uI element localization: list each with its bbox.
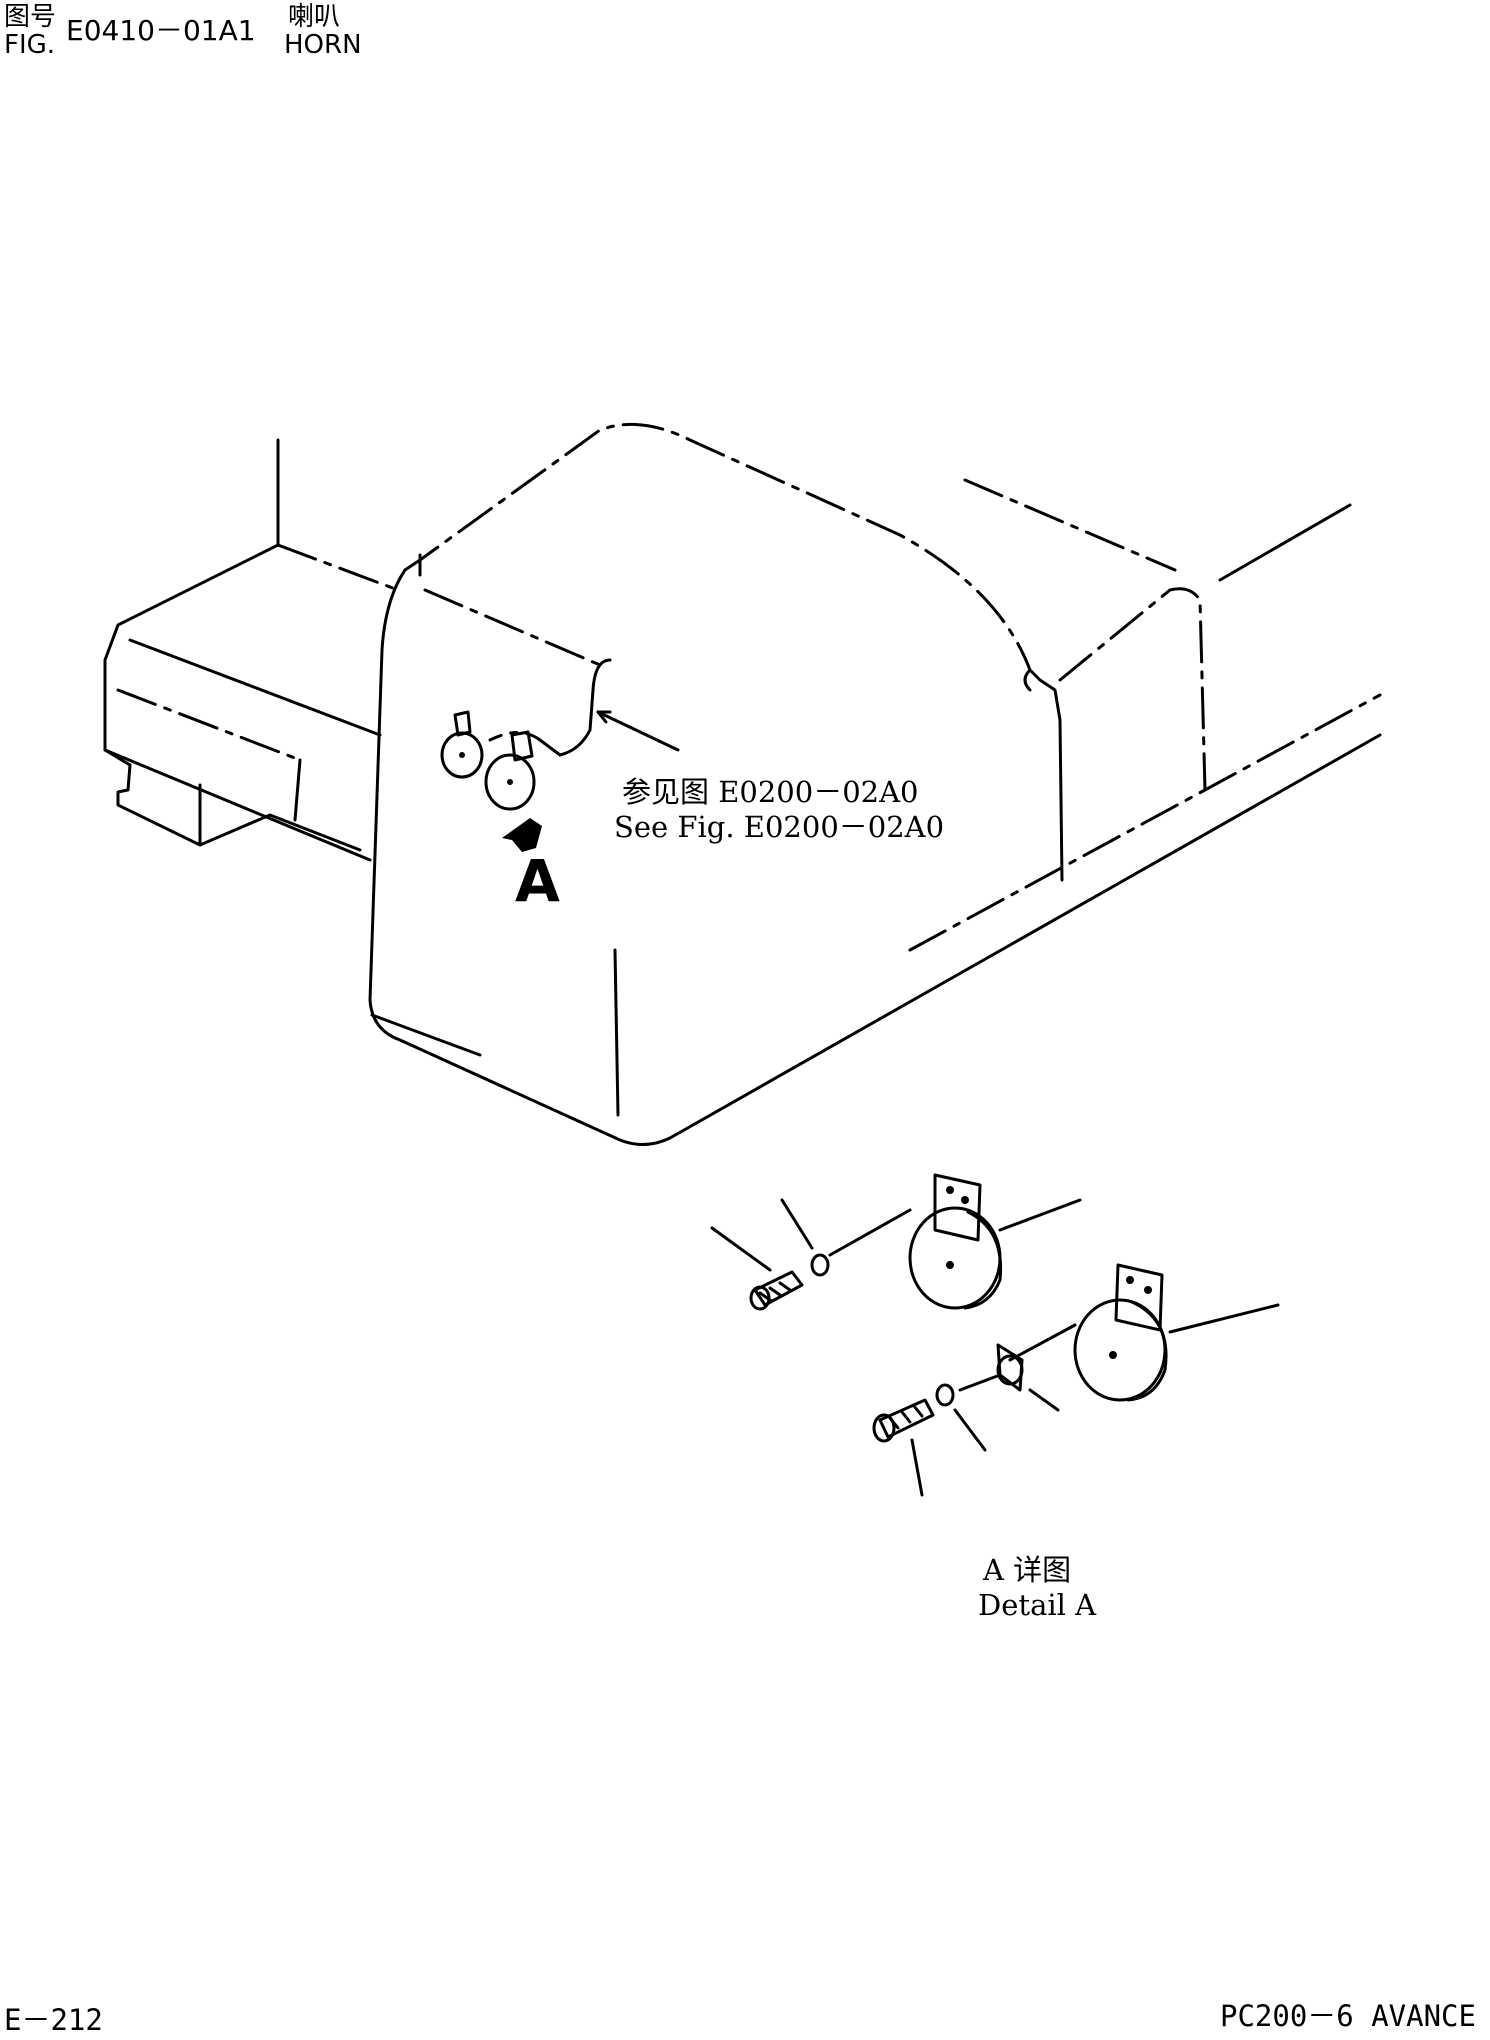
- detail-horn-lower: [1008, 1263, 1280, 1402]
- model-name: PC200－6 AVANCE: [1220, 1999, 1476, 2033]
- fig-number: E0410－01A1: [66, 14, 256, 47]
- page-number: E－212: [4, 2003, 103, 2037]
- fig-label-en: FIG.: [4, 30, 56, 60]
- detail-horn-upper: [828, 1173, 1082, 1310]
- title-cn: 喇叭: [288, 2, 341, 32]
- detail-caption-cn: A 详图: [983, 1553, 1072, 1587]
- view-callout-a: A: [515, 847, 560, 915]
- detail-bolt-lower: [872, 1373, 1002, 1497]
- horn-small-right: [484, 730, 536, 811]
- left-frame-section: [103, 438, 400, 862]
- reference-en: See Fig. E0200－02A0: [614, 810, 945, 844]
- title-en: HORN: [284, 30, 362, 60]
- detail-bolt-upper: [710, 1198, 830, 1311]
- horn-small-left: [440, 710, 484, 779]
- fig-label-cn: 图号: [4, 2, 57, 32]
- counterweight-body: [368, 422, 1382, 1146]
- reference-cn: 参见图 E0200－02A0: [622, 775, 919, 809]
- detail-bracket-clip: [996, 1343, 1060, 1412]
- view-arrow-icon: [502, 818, 542, 852]
- horn-wire-harness: [488, 658, 680, 757]
- detail-caption-en: Detail A: [978, 1588, 1097, 1622]
